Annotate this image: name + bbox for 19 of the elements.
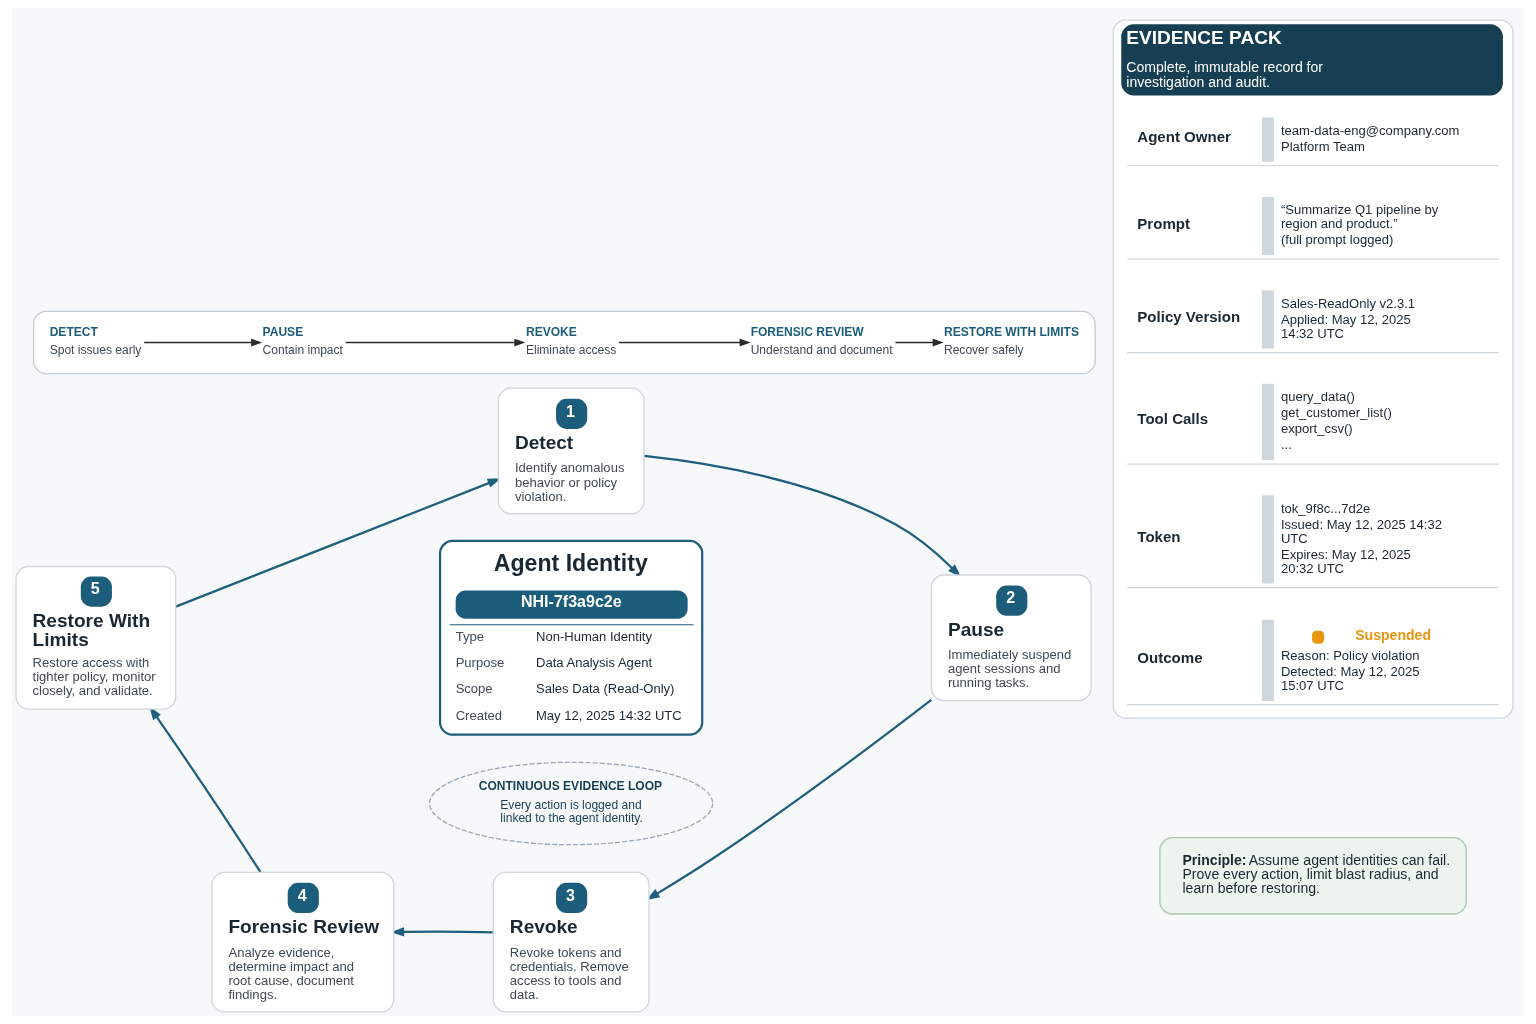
arrow [344, 338, 525, 347]
cluster [32, 310, 1096, 375]
node-box: 3 Revoke Revoke tokens and credentials. Remove access to tools and data. [492, 871, 650, 1013]
arrow [142, 338, 262, 347]
node-text: RESTORE WITH LIMITS Recover safely [943, 325, 1079, 358]
arrow [617, 338, 751, 347]
arrow [174, 478, 501, 608]
node-box: 5 Restore With Limits Restore access with tighter policy, monitor closely, and validate. [14, 565, 176, 710]
node-box: 2 Pause Immediately suspend agent sessions and running tasks. [930, 574, 1092, 702]
node-box: 4 Forensic Review Analyze evidence, determine impact and root cause, document findings. [210, 871, 394, 1013]
node-text: PAUSE Contain impact [262, 325, 343, 358]
node-box: Agent Identity NHI-7f3a9c2e Type Non-Human Identity Purpose Data Analysis Agent Scope Sales Data (Read-Only) Created May 12, 2025 14:32 UTC [438, 539, 703, 736]
node-box: Principle:Assume agent identities can fail. Prove every action, limit blast radius, and learn before restoring. [1158, 837, 1467, 915]
node-box: 1 Detect Identify anomalous behavior or policy violation. [497, 387, 645, 515]
node-text: REVOKE Eliminate access [525, 325, 616, 358]
node-text: DETECT Spot issues early [49, 325, 141, 358]
node-text: FORENSIC REVIEW Understand and document [750, 325, 893, 358]
node-ellipse: CONTINUOUS EVIDENCE LOOP Every action is logged and linked to the agent identity. [428, 761, 713, 846]
arrow [894, 338, 944, 347]
